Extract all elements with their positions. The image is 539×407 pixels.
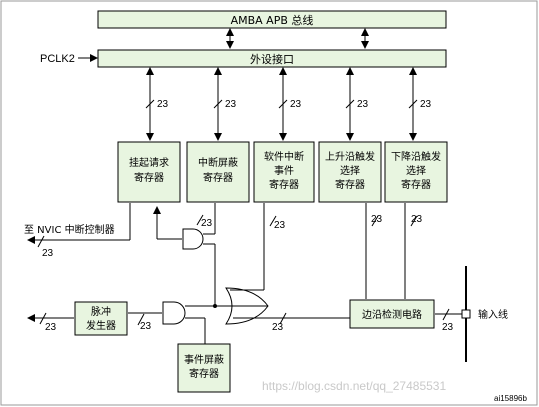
pulse-generator-box — [74, 301, 128, 336]
bus-slash — [145, 99, 155, 109]
watermark-text: https://blog.csdn.net/qq_27485531 — [262, 379, 446, 393]
bus-width-label: 23 — [42, 248, 54, 259]
bus-slash — [37, 235, 45, 248]
bus-width-label: 23 — [272, 322, 284, 333]
bus-width-label: 23 — [274, 220, 286, 231]
bus-width-label: 23 — [290, 99, 302, 110]
register-label-line2: 选择 — [340, 164, 360, 177]
bus-width-label: 23 — [357, 99, 369, 110]
input-line-label: 输入线 — [478, 308, 508, 321]
interrupt-mask-register: 中断屏蔽 寄存器 — [186, 141, 250, 203]
falling-trigger-selection-register: 下降沿触发 选择 寄存器 — [384, 141, 448, 203]
register-box — [318, 141, 382, 203]
bus-slash — [278, 99, 288, 109]
register-box — [117, 141, 181, 203]
edge-detect-box — [349, 299, 435, 329]
bus-slash — [269, 215, 277, 227]
bus-width-label: 23 — [45, 322, 57, 333]
peripheral-interface-box — [97, 49, 447, 68]
interrupt-and-gate — [182, 228, 204, 250]
register-label-line1: 挂起请求 — [129, 156, 169, 169]
bus-width-label: 23 — [442, 322, 454, 333]
bus-width-label: 23 — [157, 99, 169, 110]
event-mask-line2: 寄存器 — [189, 367, 219, 380]
bus-slash — [279, 312, 287, 325]
peripheral-interface-label: 外设接口 — [250, 53, 294, 66]
amba-apb-bus-box — [97, 10, 447, 29]
bus-slash — [410, 215, 418, 227]
bus-width-label: 23 — [225, 99, 237, 110]
register-box — [186, 141, 250, 203]
pulse-generator-line1: 脉冲 — [91, 305, 111, 318]
register-label-line1: 软件中断 — [264, 150, 304, 163]
bus-slash — [442, 308, 450, 321]
bus-slash — [137, 313, 145, 326]
register-label-line3: 寄存器 — [269, 178, 299, 191]
register-label-line2: 事件 — [274, 164, 294, 177]
register-label-line1: 中断屏蔽 — [198, 156, 238, 169]
event-and-gate — [162, 301, 186, 325]
event-mask-line1: 事件屏蔽 — [184, 353, 224, 366]
bus-slash — [213, 99, 223, 109]
pclk2-label: PCLK2 — [40, 53, 75, 65]
register-box — [384, 141, 448, 203]
bus-width-label: 23 — [371, 214, 383, 225]
bus-slash — [345, 99, 355, 109]
register-label-line3: 寄存器 — [401, 178, 431, 191]
bus-slash — [408, 99, 418, 109]
register-label-line1: 上升沿触发 — [325, 150, 375, 163]
amba-apb-bus-label: AMBA APB 总线 — [231, 13, 314, 27]
software-interrupt-event-register: 软件中断 事件 寄存器 — [253, 141, 315, 203]
bus-width-label: 23 — [420, 99, 432, 110]
bus-slash — [196, 214, 204, 226]
bus-width-label: 23 — [201, 218, 213, 229]
bus-width-label: 23 — [411, 214, 423, 225]
register-label-line1: 下降沿触发 — [391, 150, 441, 163]
register-label-line2: 寄存器 — [203, 171, 233, 184]
register-label-line3: 寄存器 — [335, 178, 365, 191]
register-label-line2: 选择 — [406, 164, 426, 177]
event-mask-register-box — [177, 343, 231, 393]
edge-detect-label: 边沿检测电路 — [362, 308, 422, 321]
bus-slash — [371, 215, 379, 227]
register-box — [253, 141, 315, 203]
pending-request-register: 挂起请求 寄存器 — [117, 141, 181, 203]
pulse-generator-line2: 发生器 — [86, 319, 116, 332]
bus-slash — [39, 312, 47, 325]
nvic-label: 至 NVIC 中断控制器 — [24, 223, 115, 236]
register-bus-links: 23 23 23 23 23 — [145, 67, 432, 141]
figure-id: ai15896b — [494, 394, 527, 403]
rising-trigger-selection-register: 上升沿触发 选择 寄存器 — [318, 141, 382, 203]
bus-width-label: 23 — [140, 321, 152, 332]
input-pin — [461, 309, 471, 319]
register-label-line2: 寄存器 — [134, 171, 164, 184]
